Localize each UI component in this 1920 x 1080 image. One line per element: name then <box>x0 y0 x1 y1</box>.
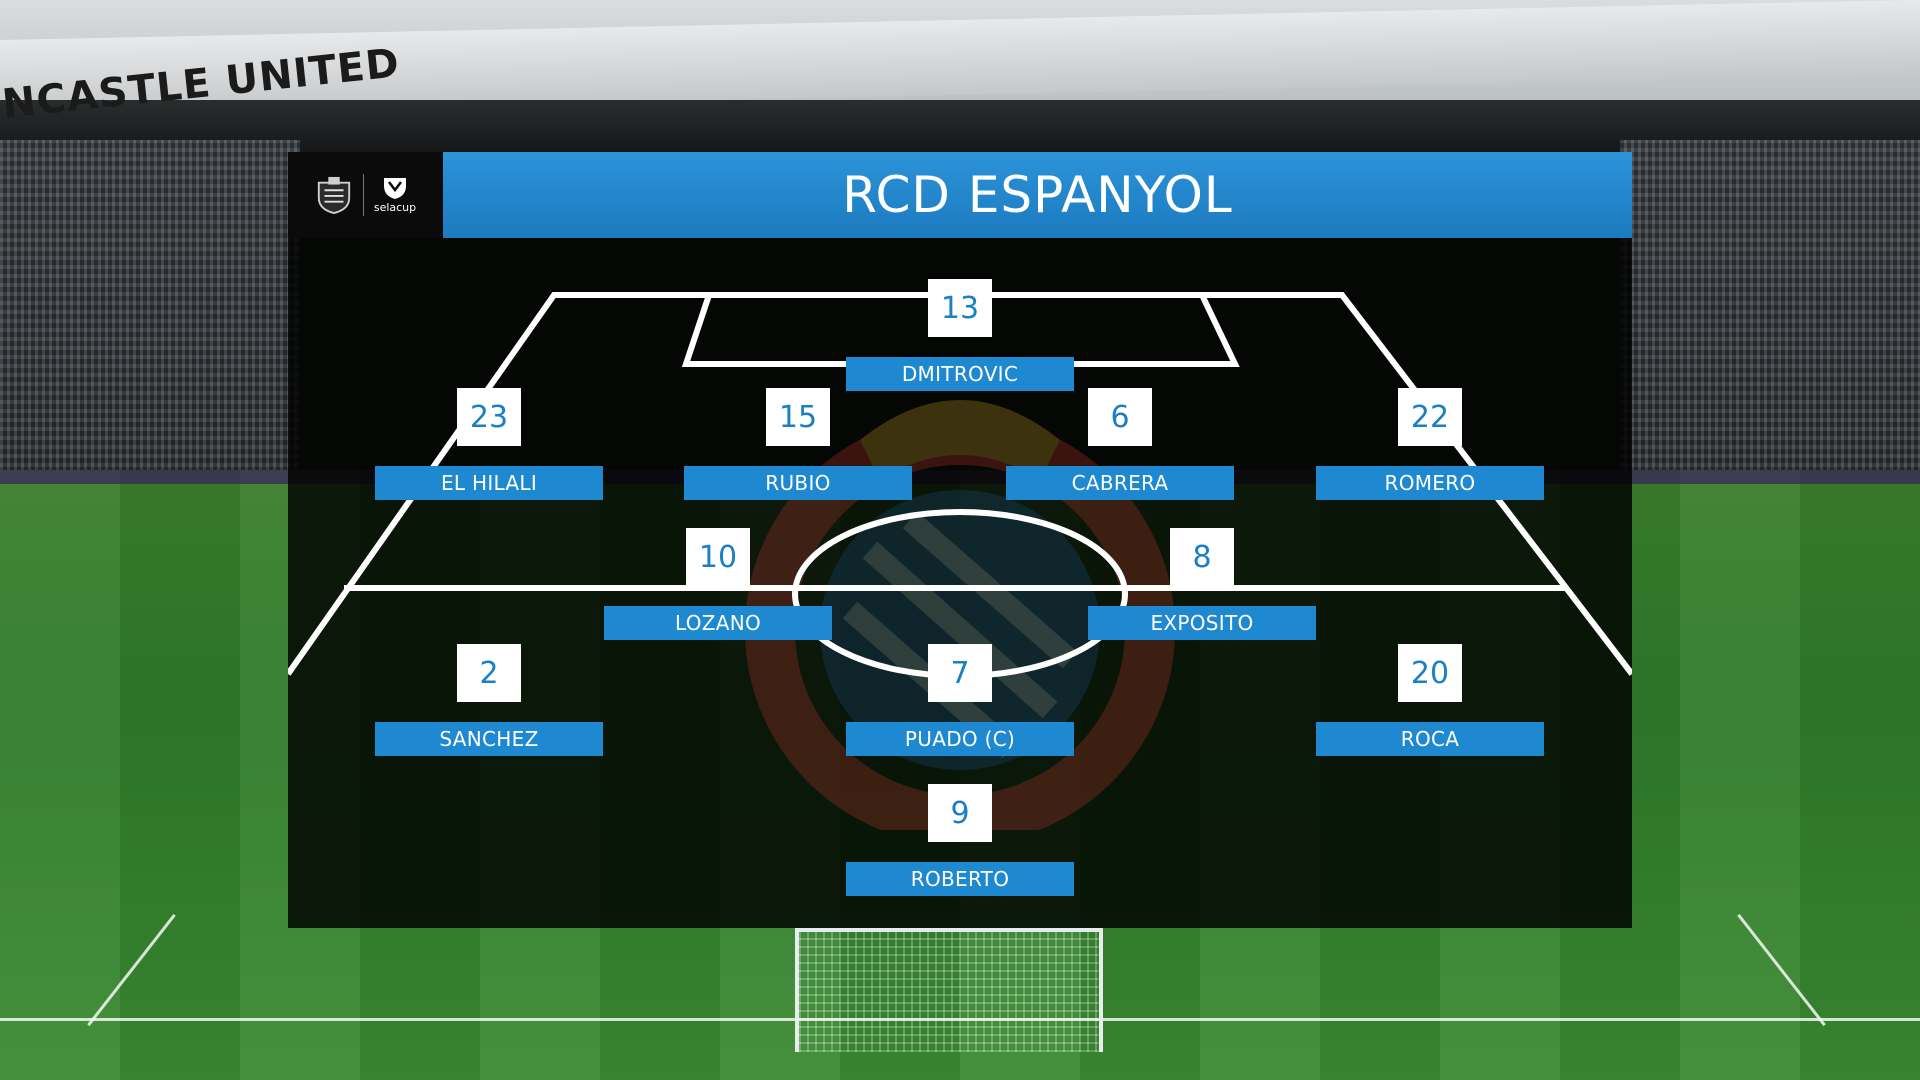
player-name: LOZANO <box>604 606 832 640</box>
broadcast-logo-box: selacup <box>288 152 443 238</box>
player-defender-1: 23 EL HILALI <box>375 388 603 500</box>
player-name: ROMERO <box>1316 466 1544 500</box>
sela-cup-logo: selacup <box>374 176 416 214</box>
player-striker: 9 ROBERTO <box>846 784 1074 896</box>
player-goalkeeper: 13 DMITROVIC <box>846 279 1074 391</box>
player-name: EL HILALI <box>375 466 603 500</box>
player-number: 20 <box>1398 644 1462 702</box>
player-name: PUADO (C) <box>846 722 1074 756</box>
sela-cup-shield-icon <box>384 178 406 199</box>
pitch-line <box>0 1018 1920 1021</box>
player-number: 22 <box>1398 388 1462 446</box>
team-title-bar: RCD ESPANYOL <box>443 152 1632 238</box>
player-midfielder-2: 8 EXPOSITO <box>1088 528 1316 640</box>
roof-shadow <box>0 100 1920 160</box>
player-attacker-3: 20 ROCA <box>1316 644 1544 756</box>
player-name: RUBIO <box>684 466 912 500</box>
player-name: ROCA <box>1316 722 1544 756</box>
player-name: DMITROVIC <box>846 357 1074 391</box>
player-attacker-2: 7 PUADO (C) <box>846 644 1074 756</box>
team-name: RCD ESPANYOL <box>842 166 1233 224</box>
player-name: CABRERA <box>1006 466 1234 500</box>
player-number: 15 <box>766 388 830 446</box>
goal-net <box>795 928 1103 1052</box>
player-defender-3: 6 CABRERA <box>1006 388 1234 500</box>
player-defender-2: 15 RUBIO <box>684 388 912 500</box>
player-number: 7 <box>928 644 992 702</box>
player-number: 10 <box>686 528 750 586</box>
player-number: 13 <box>928 279 992 337</box>
player-name: EXPOSITO <box>1088 606 1316 640</box>
player-number: 6 <box>1088 388 1152 446</box>
logo-divider <box>362 174 364 216</box>
player-name: ROBERTO <box>846 862 1074 896</box>
player-defender-4: 22 ROMERO <box>1316 388 1544 500</box>
player-name: SANCHEZ <box>375 722 603 756</box>
player-number: 2 <box>457 644 521 702</box>
player-midfielder-1: 10 LOZANO <box>604 528 832 640</box>
player-number: 9 <box>928 784 992 842</box>
player-number: 8 <box>1170 528 1234 586</box>
player-attacker-1: 2 SANCHEZ <box>375 644 603 756</box>
sela-cup-label: selacup <box>373 201 417 214</box>
player-number: 23 <box>457 388 521 446</box>
newcastle-crest-icon <box>315 175 353 215</box>
